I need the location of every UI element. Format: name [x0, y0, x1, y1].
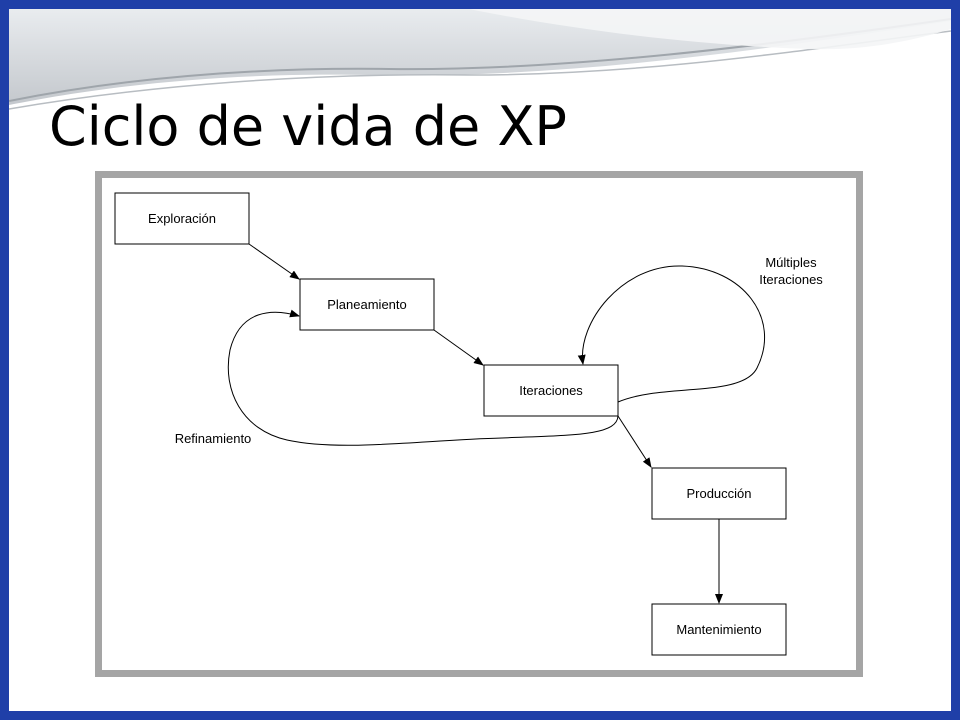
diagram-frame: Exploración Planeamiento Iteraciones Pro…: [95, 171, 863, 677]
node-exploracion-label: Exploración: [148, 211, 216, 226]
node-planeamiento-label: Planeamiento: [327, 297, 407, 312]
label-iteraciones-loop: Iteraciones: [759, 272, 823, 287]
slide: Ciclo de vida de XP Exploración Planeami…: [9, 9, 951, 711]
node-mantenimiento: Mantenimiento: [651, 603, 787, 656]
edge-multiples-iteraciones-loop: [577, 265, 766, 403]
node-planeamiento: Planeamiento: [299, 278, 435, 331]
edge-exploracion-planeamiento: [248, 243, 300, 280]
header-swoosh-decoration: [9, 9, 951, 110]
edge-iteraciones-produccion: [617, 415, 652, 468]
node-iteraciones: Iteraciones: [483, 364, 619, 417]
node-iteraciones-label: Iteraciones: [519, 383, 583, 398]
node-produccion: Producción: [651, 467, 787, 520]
node-produccion-label: Producción: [686, 486, 751, 501]
xp-lifecycle-diagram: Exploración Planeamiento Iteraciones Pro…: [114, 192, 823, 656]
node-exploracion: Exploración: [114, 192, 250, 245]
edge-refinamiento-loop: [227, 309, 619, 446]
edge-planeamiento-iteraciones: [433, 329, 484, 366]
node-mantenimiento-label: Mantenimiento: [676, 622, 761, 637]
label-multiples: Múltiples: [765, 255, 817, 270]
slide-title: Ciclo de vida de XP: [49, 95, 567, 158]
label-refinamiento: Refinamiento: [175, 431, 252, 446]
